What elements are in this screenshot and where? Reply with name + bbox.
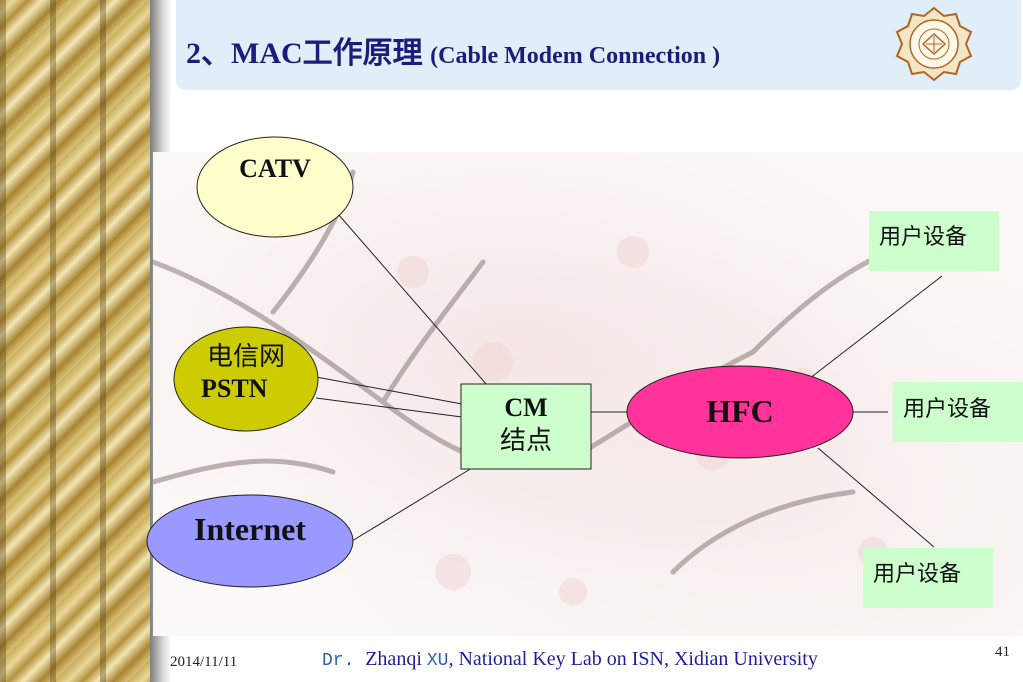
footer-author-suffix: XU bbox=[426, 651, 449, 671]
internet-label: Internet bbox=[194, 511, 306, 547]
hfc-user1-link bbox=[804, 275, 943, 383]
hfc-user3-link bbox=[817, 447, 935, 548]
title-sub: (Cable Modem Connection ) bbox=[430, 43, 721, 69]
user-device-2-label: 用户设备 bbox=[903, 397, 992, 422]
catv-cm-link bbox=[337, 213, 488, 386]
hfc-node bbox=[626, 365, 854, 459]
user-device-3-box bbox=[863, 548, 993, 608]
pstn-label-en: PSTN bbox=[201, 374, 268, 404]
pstn-label: 电信网 PSTN bbox=[175, 342, 317, 404]
footer-author-name: Zhanqi bbox=[365, 648, 427, 670]
university-seal-icon bbox=[895, 6, 973, 82]
pstn-node bbox=[173, 326, 319, 432]
catv-node bbox=[196, 136, 354, 238]
cm-label-en: CM bbox=[504, 393, 548, 422]
footer-affiliation: , National Key Lab on ISN, Xidian Univer… bbox=[448, 648, 818, 670]
catv-label: CATV bbox=[239, 154, 311, 183]
internet-cm-link bbox=[351, 467, 473, 542]
title-bar bbox=[176, 0, 1021, 90]
pstn-label-cn: 电信网 bbox=[206, 342, 285, 372]
page-number: 41 bbox=[995, 644, 1010, 660]
cm-label: CM 结点 bbox=[461, 392, 591, 457]
title-main: 2、MAC工作原理 bbox=[186, 37, 431, 70]
pstn-cm-link-1 bbox=[315, 376, 463, 405]
footer-date: 2014/11/11 bbox=[170, 654, 238, 670]
pstn-cm-link-2 bbox=[315, 397, 463, 418]
user-device-1-box bbox=[869, 211, 999, 271]
decorative-column-strip bbox=[0, 0, 160, 682]
footer-credit: Dr. Zhanqi XU, National Key Lab on ISN, … bbox=[322, 648, 818, 671]
internet-node bbox=[146, 494, 354, 588]
hfc-label: HFC bbox=[706, 393, 774, 429]
cm-node bbox=[460, 383, 592, 470]
user-device-3-label: 用户设备 bbox=[873, 562, 962, 587]
user-device-1-label: 用户设备 bbox=[879, 225, 968, 250]
user-device-2-box bbox=[893, 382, 1023, 442]
cm-label-cn: 结点 bbox=[499, 425, 552, 456]
page-title: 2、MAC工作原理 (Cable Modem Connection ) bbox=[186, 28, 720, 72]
footer-author-prefix: Dr. bbox=[322, 651, 366, 671]
